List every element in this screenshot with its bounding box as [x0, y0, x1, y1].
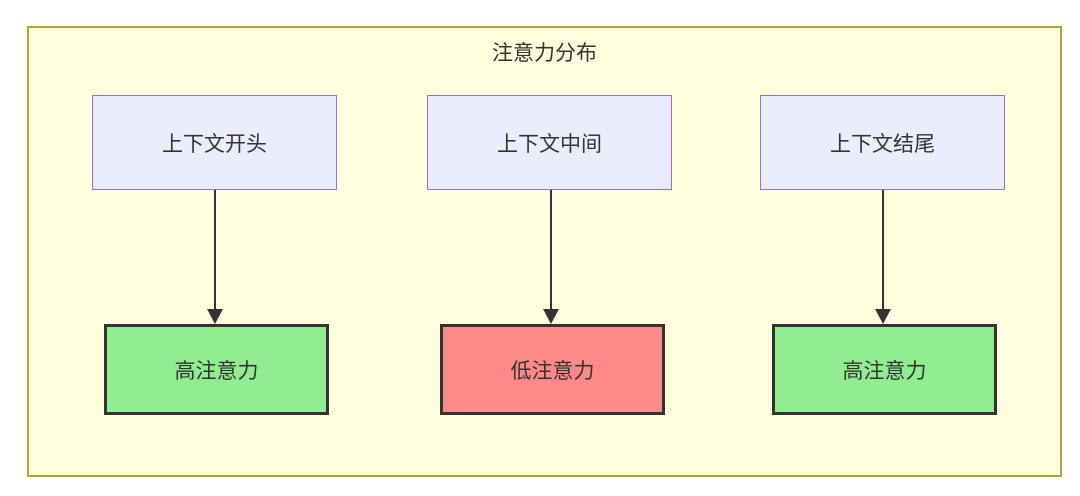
- arrow-down-icon: [207, 190, 223, 324]
- diagram-title: 注意力分布: [492, 42, 597, 65]
- node-context-start: 上下文开头: [92, 95, 337, 190]
- node-attention-high-start: 高注意力: [104, 324, 329, 415]
- node-context-end: 上下文结尾: [760, 95, 1005, 190]
- node-attention-high-end: 高注意力: [772, 324, 997, 415]
- arrow-down-icon: [875, 190, 891, 324]
- attention-distribution-diagram: 注意力分布 上下文开头 上下文中间 上下文结尾 高注意力 低注意力 高注意力: [27, 26, 1062, 477]
- node-context-middle: 上下文中间: [427, 95, 672, 190]
- node-attention-low-middle: 低注意力: [440, 324, 665, 415]
- arrow-down-icon: [543, 190, 559, 324]
